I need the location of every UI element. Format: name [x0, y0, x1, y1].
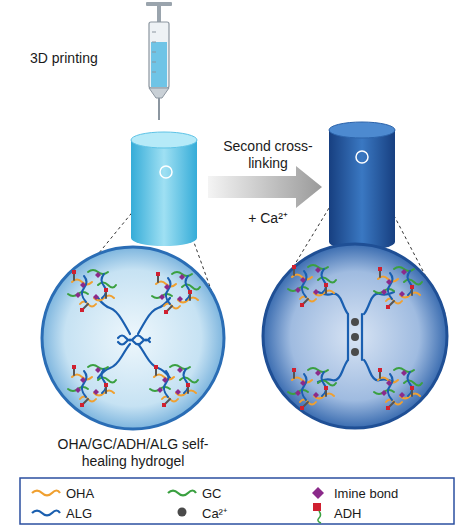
adh-sample — [313, 503, 321, 523]
alg-sample — [32, 511, 60, 516]
printed-cylinder — [131, 132, 197, 246]
calcium-sample — [178, 508, 187, 517]
material-caption: OHA/GC/ADH/ALG self-healing hydrogel — [43, 436, 223, 470]
crosslinked-cylinder — [329, 122, 395, 250]
reagent-label: + Ca²⁺ — [218, 210, 318, 227]
syringe — [146, 2, 172, 120]
process-arrow — [208, 166, 322, 208]
legend-text: Imine bond — [334, 486, 398, 501]
crosslinked-network — [263, 244, 447, 428]
step-label: Second cross-linking — [218, 138, 318, 172]
imine-sample — [312, 487, 324, 499]
hydrogel-network — [42, 247, 224, 429]
legend-text: GC — [202, 486, 222, 501]
gc-sample — [168, 491, 196, 496]
legend-text: Ca²⁺ — [202, 506, 227, 521]
oha-sample — [32, 491, 60, 496]
legend-text: ADH — [334, 506, 361, 521]
legend-box — [20, 478, 454, 524]
step-label: 3D printing — [30, 50, 140, 67]
legend-text: OHA — [66, 486, 94, 501]
legend-text: ALG — [66, 506, 92, 521]
